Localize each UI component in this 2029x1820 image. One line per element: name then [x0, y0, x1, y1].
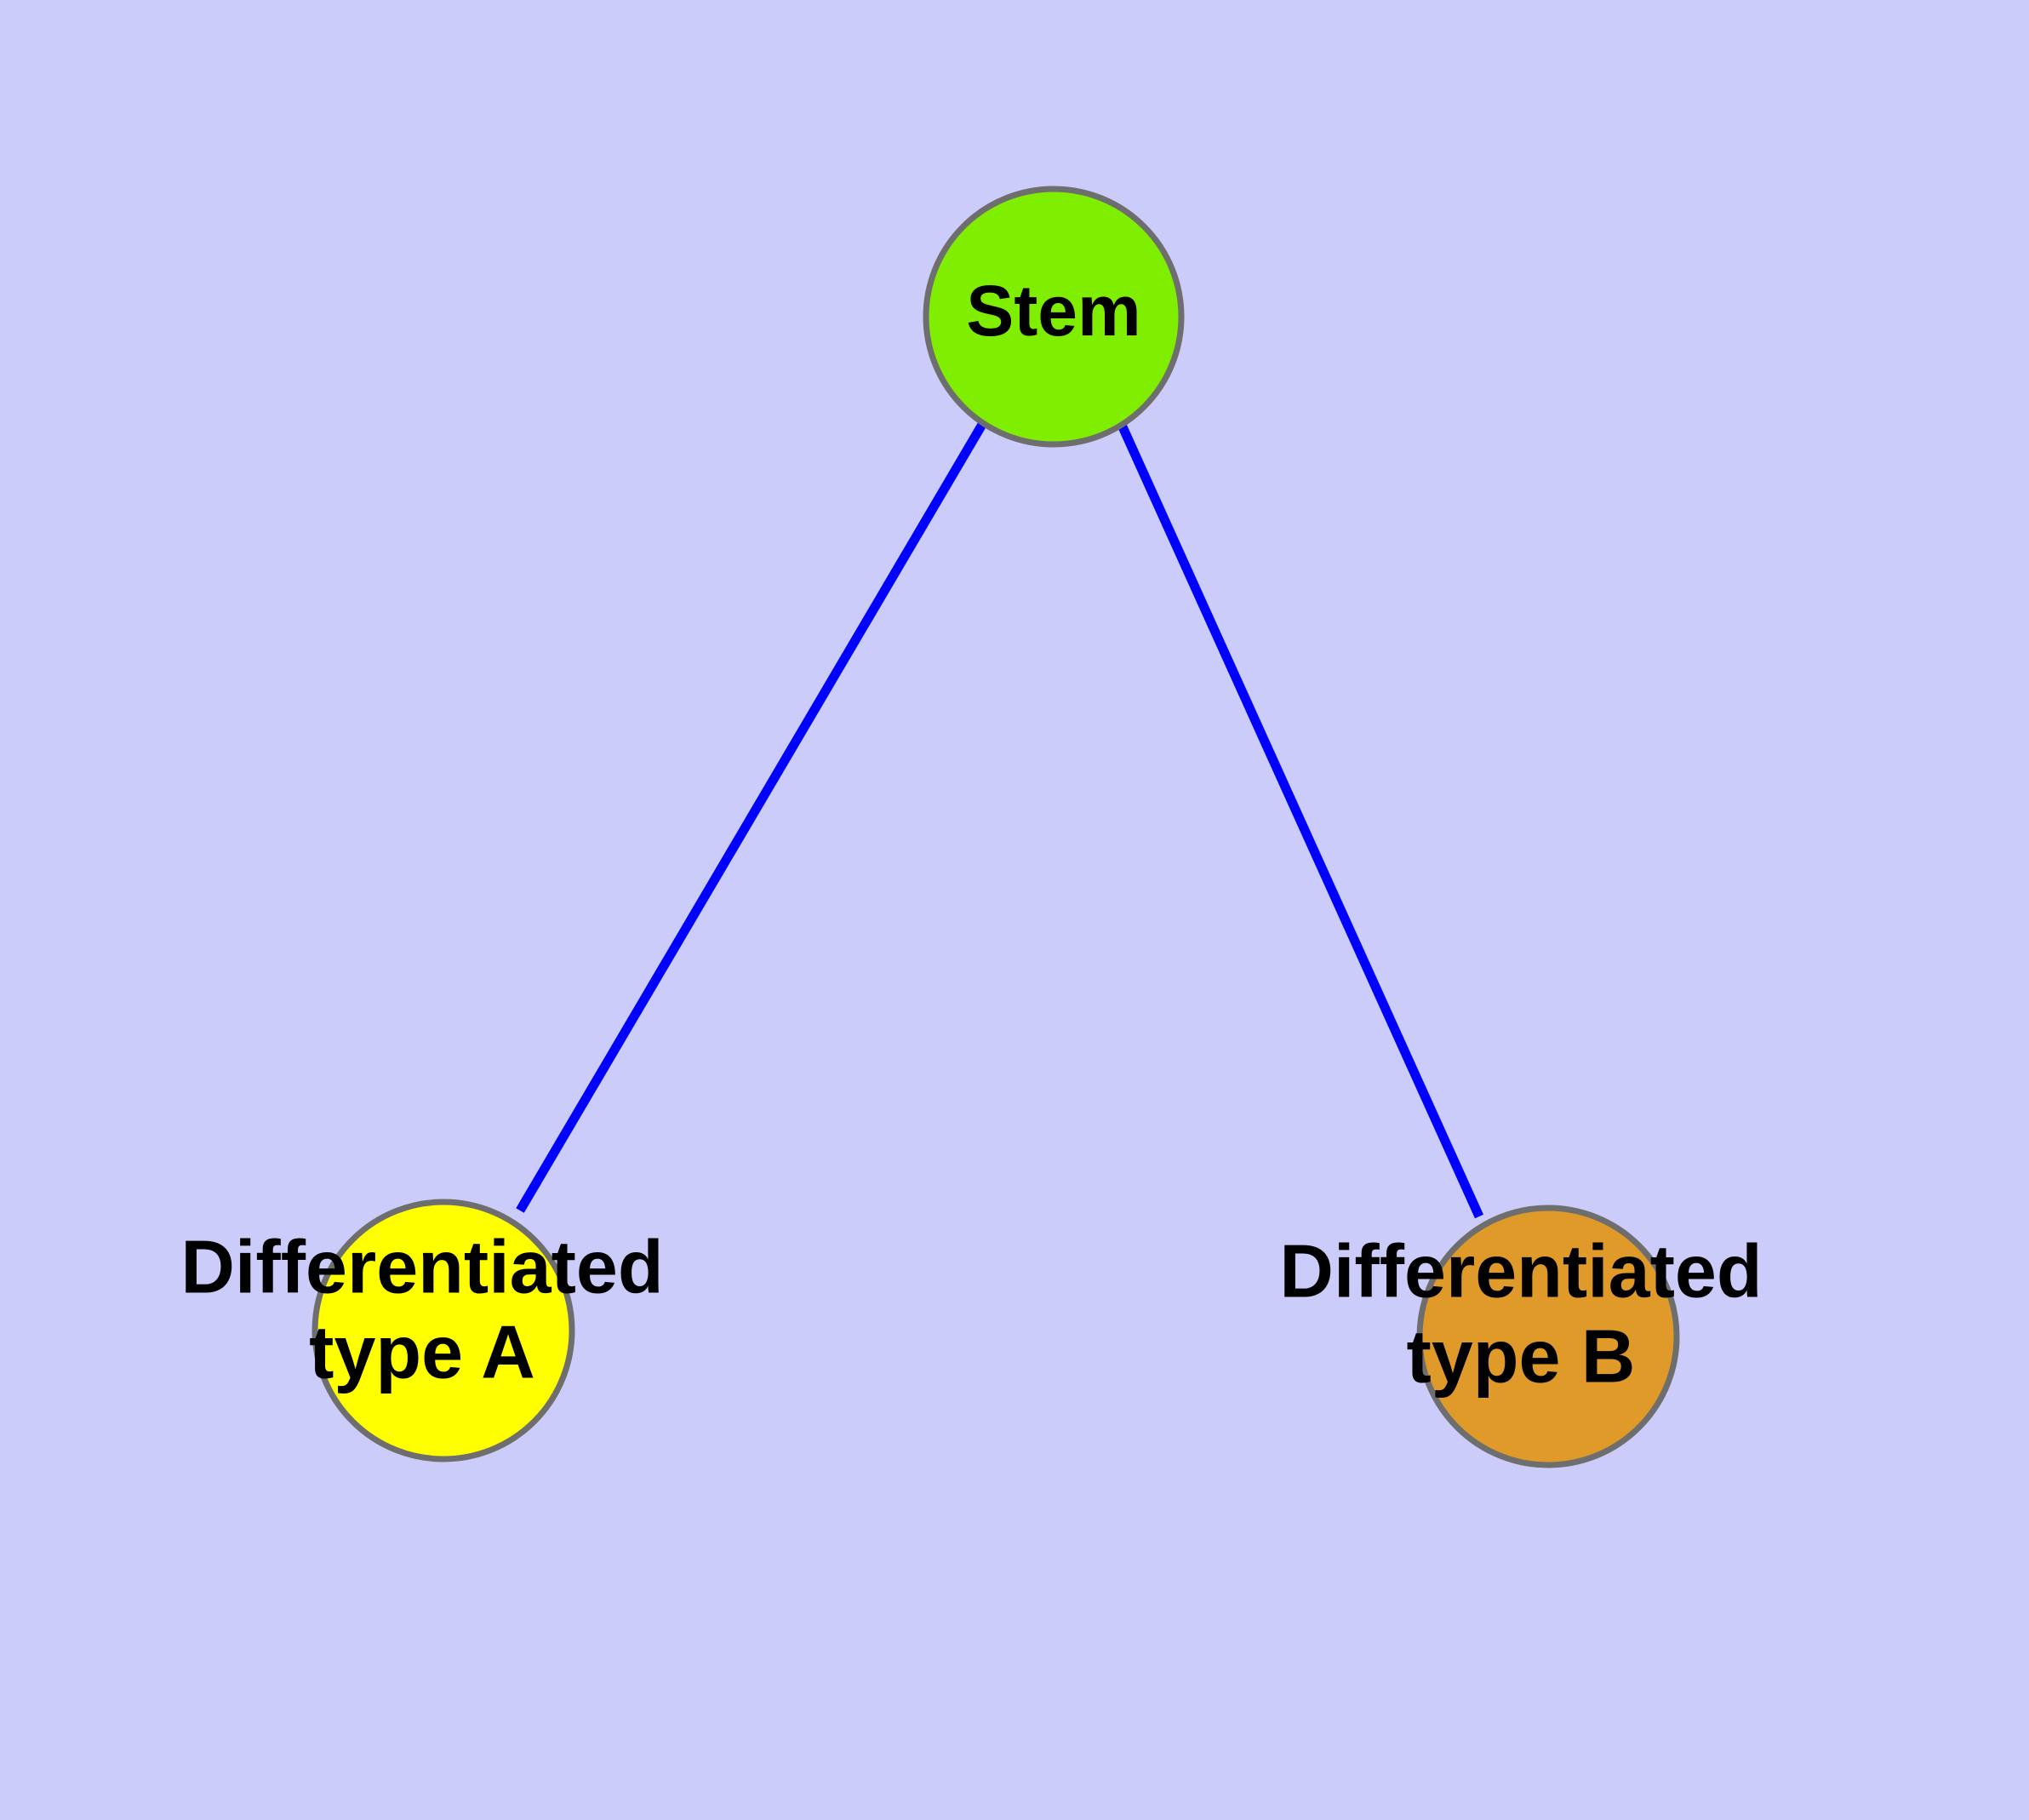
node-stem-label: Stem [966, 271, 1140, 351]
node-group-stem[interactable]: Stem [923, 186, 1185, 448]
node-differentiated-b-label-line1: Differentiated [1279, 1228, 1762, 1313]
node-group-differentiated-a[interactable]: Differentiated type A [180, 1199, 664, 1462]
node-differentiated-a-label-line1: Differentiated [180, 1224, 663, 1308]
edge-stem-to-differentiated-b[interactable] [1116, 421, 1484, 1219]
node-differentiated-b-circle[interactable] [1416, 1205, 1680, 1468]
node-differentiated-b-label-line2: type B [1407, 1313, 1636, 1398]
node-group-differentiated-b[interactable]: Differentiated type B [1279, 1205, 1763, 1468]
edge-group [516, 421, 1484, 1219]
edge-stem-to-differentiated-a[interactable] [516, 421, 987, 1213]
node-stem-circle[interactable] [923, 186, 1185, 448]
node-differentiated-a-circle[interactable] [311, 1199, 575, 1462]
node-differentiated-a-label-line2: type A [309, 1309, 535, 1394]
